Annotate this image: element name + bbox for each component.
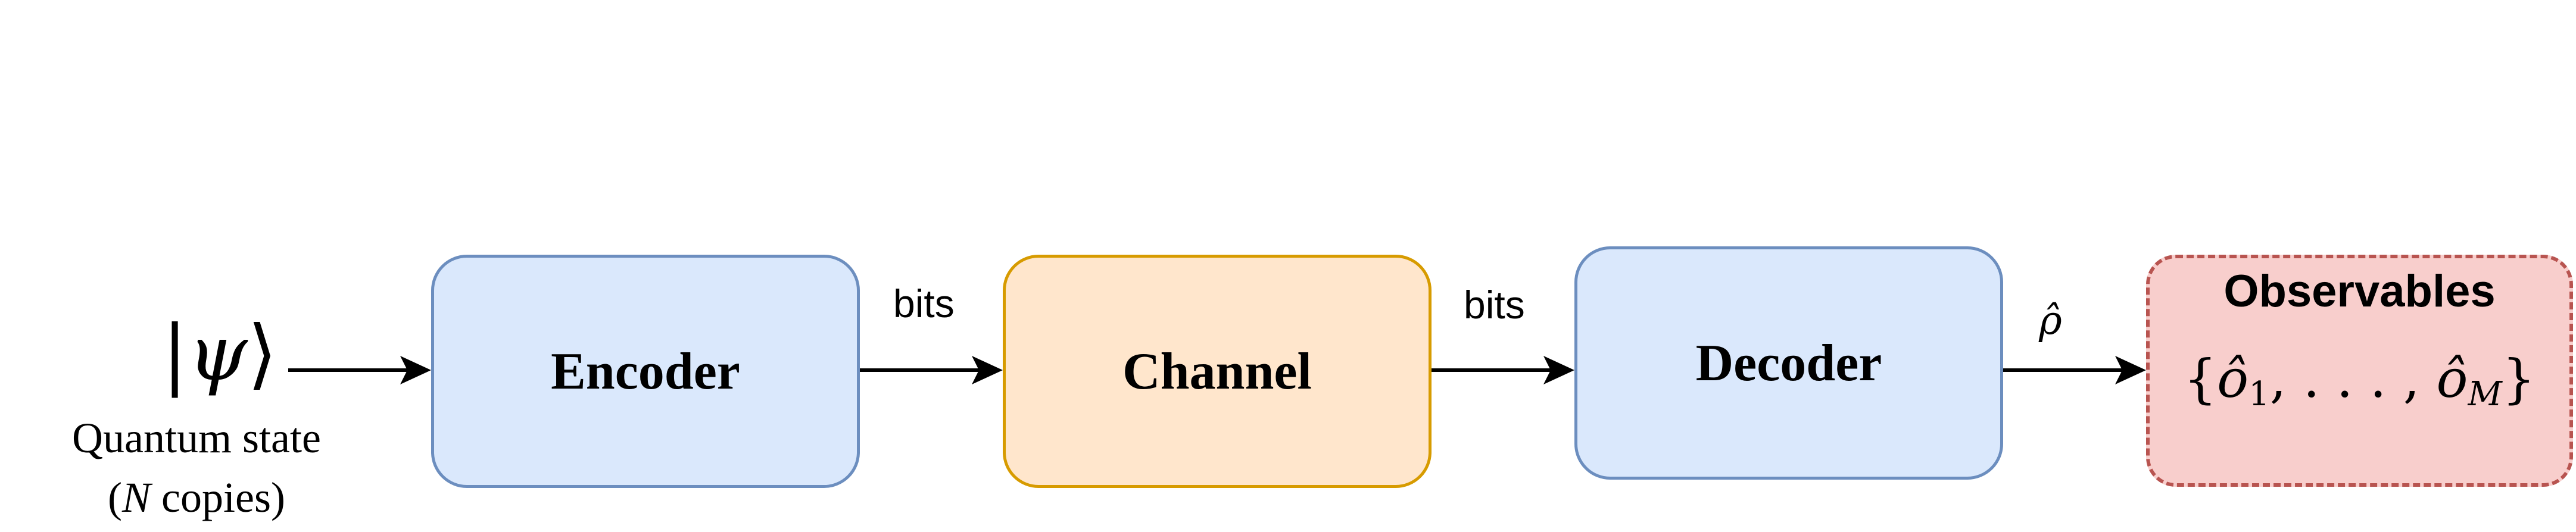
caption-copies: copies) — [151, 474, 285, 521]
caption-open-paren: ( — [108, 474, 123, 521]
encoder-box: Encoder — [431, 255, 860, 488]
observables-set: {ô1, . . . , ôM} — [2184, 348, 2536, 414]
set-ellipsis: , . . . , — [2269, 348, 2437, 409]
arrow-encoder-to-channel — [860, 356, 1003, 384]
decoder-box: Decoder — [1574, 246, 2003, 480]
caption-line-2: (N copies) — [36, 468, 357, 527]
quantum-state-ket: |ψ⟩ — [162, 309, 277, 398]
ket-right-angle: ⟩ — [247, 309, 277, 398]
edge-label-rho-hat: ρ̂ — [2039, 298, 2062, 343]
quantum-state-caption: Quantum state (N copies) — [36, 408, 357, 527]
ket-psi: ψ — [188, 309, 248, 398]
obs-sub-1: 1 — [2248, 375, 2270, 414]
edge-label-bits-2: bits — [1464, 283, 1525, 327]
arrow-channel-to-decoder — [1432, 356, 1574, 384]
observables-box: Observables {ô1, . . . , ôM} — [2146, 255, 2573, 487]
caption-n: N — [122, 474, 151, 521]
obs-om: ô — [2436, 348, 2468, 409]
obs-sub-m: M — [2468, 375, 2502, 414]
ket-left-bar: | — [162, 309, 188, 398]
channel-label: Channel — [1122, 342, 1312, 400]
edge-label-bits-1: bits — [893, 281, 955, 326]
channel-box: Channel — [1003, 255, 1432, 488]
set-open-brace: { — [2184, 348, 2218, 409]
set-close-brace: } — [2502, 348, 2536, 409]
obs-o1: ô — [2217, 348, 2249, 409]
arrow-decoder-to-observables — [2003, 356, 2146, 384]
encoder-label: Encoder — [551, 342, 740, 400]
decoder-label: Decoder — [1695, 334, 1882, 392]
caption-line-1: Quantum state — [72, 414, 321, 462]
observables-title: Observables — [2223, 266, 2496, 317]
arrow-input-to-encoder — [288, 356, 431, 384]
